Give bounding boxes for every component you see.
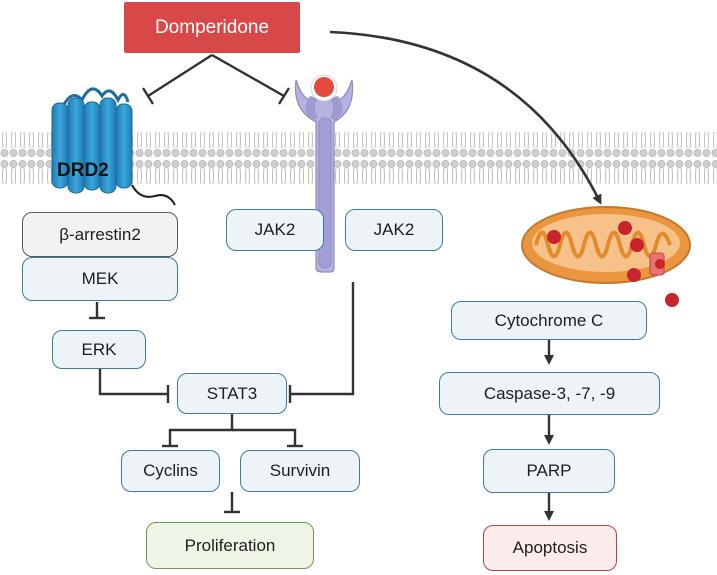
survivin-box: Survivin [240,450,360,492]
proliferation-box: Proliferation [146,522,314,569]
drd2-label: DRD2 [57,160,109,181]
domperidone-box: Domperidone [124,2,300,53]
jak2-left-box: JAK2 [226,209,324,251]
cytokine-receptor-icon [294,74,354,273]
jak-stat3-line [288,282,355,403]
jak2-right-box: JAK2 [345,209,443,251]
left-pathway-lines [89,302,170,403]
drd2-receptor-icon [51,87,176,206]
caspase-box: Caspase-3, -7, -9 [439,372,660,415]
mitochondria-icon [521,206,691,307]
cyclins-box: Cyclins [121,450,220,492]
stat3-branch-lines [162,414,303,514]
drug-inhibition-lines [141,53,291,105]
cytochrome-c-box: Cytochrome C [451,301,647,340]
apoptosis-box: Apoptosis [483,525,617,571]
drug-to-mitochondria-arrow [329,30,602,205]
stat3-box: STAT3 [177,373,287,414]
erk-box: ERK [52,330,146,369]
parp-box: PARP [483,449,615,493]
beta-arrestin2-box: β-arrestin2 [22,212,178,257]
mek-box: MEK [22,257,178,301]
